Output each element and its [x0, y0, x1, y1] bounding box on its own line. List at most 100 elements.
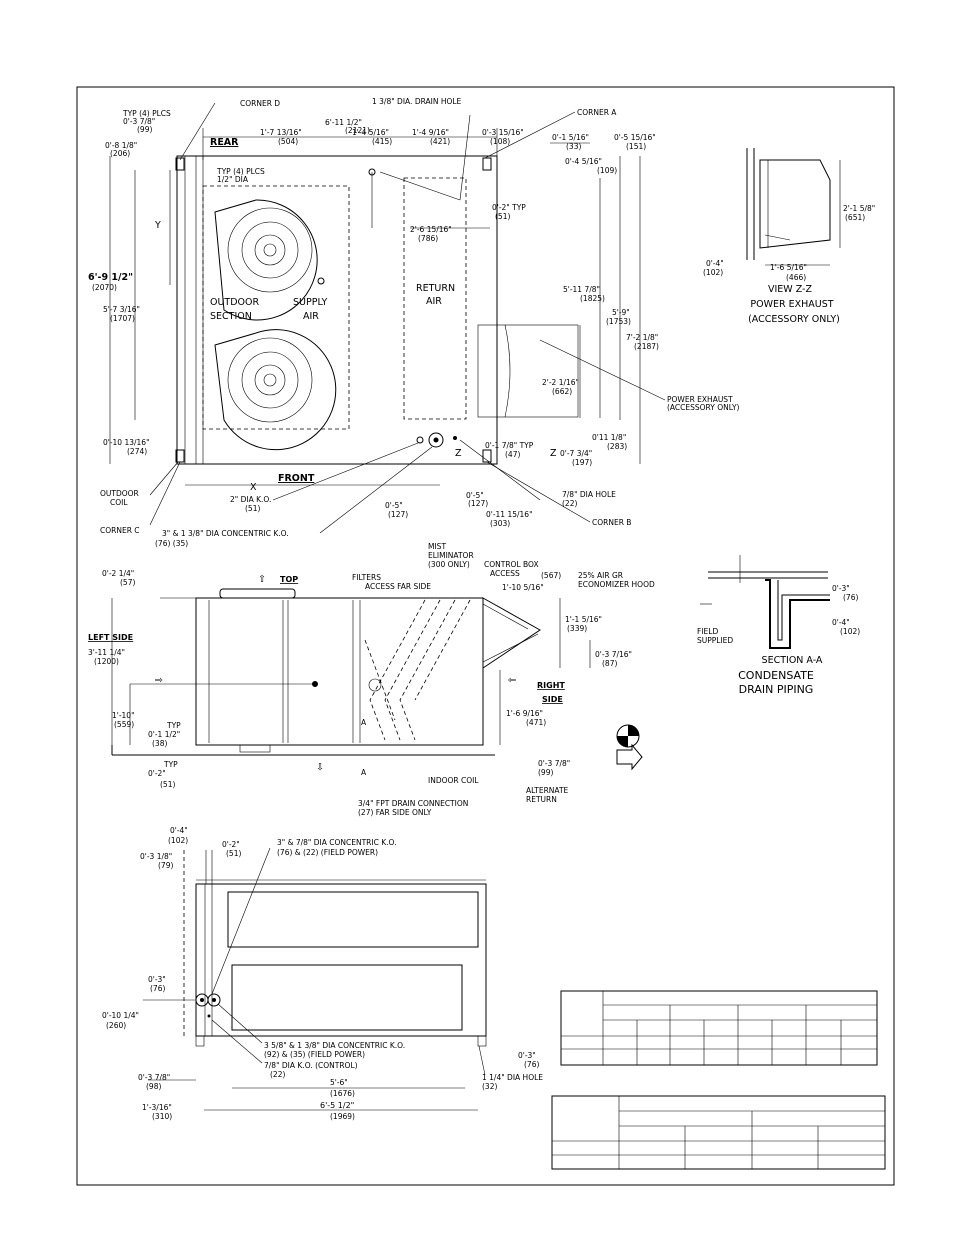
aa-dim-0-4-mm: (102): [840, 627, 860, 636]
mist-label-3: (300 ONLY): [428, 560, 470, 569]
dim-1-7: 1'-7 13/16": [260, 128, 302, 137]
dim-0-11b: 0'-11 15/16": [486, 510, 533, 519]
corner-a-label: CORNER A: [577, 108, 617, 117]
front-view: [143, 847, 487, 1111]
dim-0-5: 0'-5 15/16": [614, 133, 656, 142]
side-dim-1-10-mm: (559): [114, 720, 134, 729]
section-aa-title: SECTION A-A: [762, 655, 823, 666]
side-dim-0-3: 0'-3 7/16": [595, 650, 632, 659]
dim-7-2: 7'-2 1/8": [626, 333, 658, 342]
alternate-return-label-2: RETURN: [526, 795, 557, 804]
dim-5-11-mm: (1825): [580, 294, 605, 303]
power-exhaust-label: POWER EXHAUST: [667, 395, 733, 404]
field-supplied-label: SUPPLIED: [697, 636, 733, 645]
aa-dim-0-3-mm: (76): [843, 593, 858, 602]
plan-labels: TYP (4) PLCS 0'-3 7/8" (99) CORNER D 1 3…: [88, 97, 740, 548]
view-zz-title: VIEW Z-Z: [768, 284, 812, 295]
side-typ-label-2: TYP: [163, 760, 178, 769]
dim-1-4b-mm: (421): [430, 137, 450, 146]
outdoor-section-label-2: SECTION: [210, 311, 252, 322]
control-box-label: CONTROL BOX: [484, 560, 539, 569]
outdoor-coil-label: OUTDOOR: [100, 489, 139, 498]
side-dim-1-6: 1'-6 9/16": [506, 709, 543, 718]
filters-label: FILTERS: [352, 573, 381, 582]
side-dim-3-11: 3'-11 1/4": [88, 648, 125, 657]
mist-label-2: ELIMINATOR: [428, 551, 474, 560]
zz-dim-0-4-mm: (102): [703, 268, 723, 277]
dim-0-7-mm: (197): [572, 458, 592, 467]
dim-0-4: 0'-4 5/16": [565, 157, 602, 166]
front-dim-0-4-mm: (102): [168, 836, 188, 845]
dim-0-5c-mm: (127): [468, 499, 488, 508]
ko-concentric-label: 3" & 1 3/8" DIA CONCENTRIC K.O.: [162, 529, 289, 538]
aa-dim-0-4: 0'-4": [832, 618, 850, 627]
left-arrow-icon: ⇨: [155, 675, 163, 686]
side-view: [111, 588, 591, 756]
economizer-label: 25% AIR GR: [578, 571, 623, 580]
center-of-gravity-icon: [616, 724, 640, 748]
side-dim-1-1-mm: (339): [567, 624, 587, 633]
side-dim-0-1: 0'-1 1/2": [148, 730, 180, 739]
side-typ-label: TYP: [166, 721, 181, 730]
typ4-mm: (99): [137, 125, 152, 134]
dim-0-11-mm: (283): [607, 442, 627, 451]
side-dim-0-3b-mm: (99): [538, 768, 553, 777]
side-dim-1-1: 1'-1 5/16": [565, 615, 602, 624]
front-dim-0-2: 0'-2": [222, 840, 240, 849]
dim-7-2-mm: (2187): [634, 342, 659, 351]
front-dim-0-10: 0'-10 1/4": [102, 1011, 139, 1020]
front-dim-0-2-mm: (51): [226, 849, 241, 858]
hole-7-8-mm: (22): [562, 499, 577, 508]
dim-0-1-mm: (33): [566, 142, 581, 151]
top-arrow-icon: ⇧: [258, 574, 266, 585]
side-dim-0-2-mm: (57): [120, 578, 135, 587]
ko-2in-mm: (51): [245, 504, 260, 513]
dim-2-6: 2'-6 15/16": [410, 225, 452, 234]
dim-0-10-mm: (274): [127, 447, 147, 456]
dim-0-4-mm: (109): [597, 166, 617, 175]
top-label: TOP: [280, 575, 298, 584]
x-label: X: [250, 482, 257, 493]
z-label: Z: [455, 448, 462, 459]
view-zz-sub-2: (ACCESSORY ONLY): [748, 314, 840, 325]
side-dim-0-2b: 0'-2": [148, 769, 166, 778]
right-side-label: RIGHT: [537, 681, 565, 690]
front-dim-0-3-mm: (79): [158, 861, 173, 870]
rear-label: REAR: [210, 137, 239, 148]
front-dim-0-3b-mm: (76): [150, 984, 165, 993]
flow-arrow-icon: [616, 743, 643, 771]
hole-label-2: (32): [482, 1082, 497, 1091]
front-dim-5-6: 5'-6": [330, 1078, 348, 1087]
front-label: FRONT: [278, 473, 315, 484]
zz-dim-1-6: 1'-6 5/16": [770, 263, 807, 272]
front-dim-1-3-mm: (310): [152, 1112, 172, 1121]
condensate-label: CONDENSATE: [738, 669, 814, 682]
table-2: [551, 1095, 886, 1170]
dim-0-5c: 0'-5": [466, 491, 484, 500]
side-dim-1-10: 1'-10": [112, 711, 135, 720]
section-aa: 0'-3" (76) 0'-4" (102) FIELD SUPPLIED SE…: [697, 555, 860, 696]
ko-control-label: 7/8" DIA K.O. (CONTROL): [264, 1061, 358, 1070]
zz-dim-1-6-mm: (466): [786, 273, 806, 282]
dim-0-5b-mm: (127): [388, 510, 408, 519]
fan-upper-icon: [214, 199, 318, 321]
corner-b-label: CORNER B: [592, 518, 631, 527]
ko-control-label-2: (22): [270, 1070, 285, 1079]
ko-bottom-label-2: (92) & (35) (FIELD POWER): [264, 1050, 365, 1059]
dim-5-11: 5'-11 7/8": [563, 285, 600, 294]
front-dim-0-3d-mm: (76): [524, 1060, 539, 1069]
front-dim-1-3: 1'-3/16": [142, 1103, 172, 1112]
dim-0-3: 0'-3 15/16": [482, 128, 524, 137]
return-air-label-2: AIR: [426, 296, 442, 307]
zz-dim-2-1: 2'-1 5/8": [843, 204, 875, 213]
hole-7-8-label: 7/8" DIA HOLE: [562, 490, 616, 499]
outdoor-section-label: OUTDOOR: [210, 297, 260, 308]
dim-0-11b-mm: (303): [490, 519, 510, 528]
return-air-label: RETURN: [416, 283, 455, 294]
mist-label: MIST: [428, 542, 446, 551]
side-dim-0-3-mm: (87): [602, 659, 617, 668]
typ4-label: TYP (4) PLCS: [122, 109, 171, 118]
dim-6-9-mm: (2070): [92, 283, 117, 292]
front-dim-0-3d: 0'-3": [518, 1051, 536, 1060]
dim-0-7: 0'-7 3/4": [560, 449, 592, 458]
